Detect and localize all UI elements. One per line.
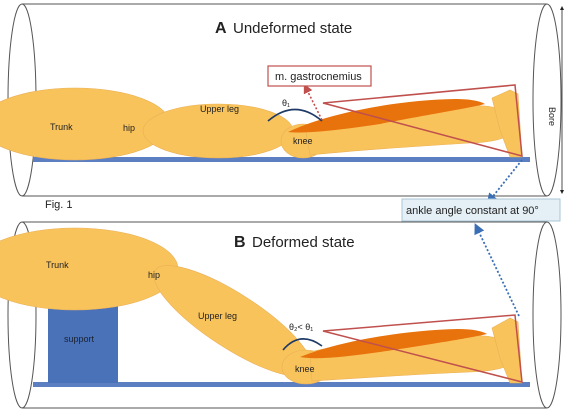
hip-label-a: hip	[123, 123, 135, 133]
knee-label-a: knee	[293, 136, 313, 146]
ankle-callout-arrow-down	[474, 223, 520, 317]
upper-leg-label-a: Upper leg	[200, 104, 239, 114]
ankle-triangle-a	[322, 84, 523, 158]
bore-cylinder-b	[7, 221, 562, 409]
fig-label: Fig. 1	[45, 199, 73, 211]
table-b	[33, 382, 530, 387]
foot-b	[491, 317, 523, 384]
knee-label-b: knee	[295, 364, 315, 374]
panel-a-letter: A	[215, 20, 227, 37]
trunk-label-a: Trunk	[50, 122, 73, 132]
bore-label: Bore	[547, 107, 557, 126]
muscle-callout-box	[267, 65, 372, 87]
ankle-triangle-b	[322, 314, 523, 383]
ankle-callout-text: ankle angle constant at 90°	[406, 205, 539, 217]
trunk-a	[0, 87, 171, 161]
gastrocnemius-muscle-a	[288, 99, 485, 133]
gastrocnemius-muscle-b	[300, 329, 487, 359]
muscle-callout-text: m. gastrocnemius	[275, 71, 362, 83]
theta-arc-a	[267, 108, 323, 122]
hip-label-b: hip	[148, 270, 160, 280]
ankle-callout-box	[401, 198, 561, 222]
panel-b-letter: B	[234, 234, 246, 251]
table-a	[33, 157, 530, 162]
theta-arc-b	[282, 338, 323, 351]
trunk-label-b: Trunk	[46, 260, 69, 270]
panel-b-title: Deformed state	[252, 234, 355, 251]
support-label: support	[64, 334, 95, 344]
trunk-b	[0, 227, 179, 311]
panel-a: m. gastrocnemius Bore A Undeformed state…	[0, 3, 564, 197]
theta-label-b: θ₂< θ₁	[289, 322, 313, 332]
panel-b: B Deformed state Trunk hip Upper leg sup…	[0, 221, 562, 409]
panel-a-title: Undeformed state	[233, 20, 352, 37]
ankle-callout-arrow-up	[486, 159, 523, 205]
foot-a	[491, 89, 523, 158]
upper-leg-label-b: Upper leg	[198, 311, 237, 321]
muscle-callout-arrow-a	[303, 83, 323, 121]
theta-label-a: θ₁	[282, 98, 290, 108]
